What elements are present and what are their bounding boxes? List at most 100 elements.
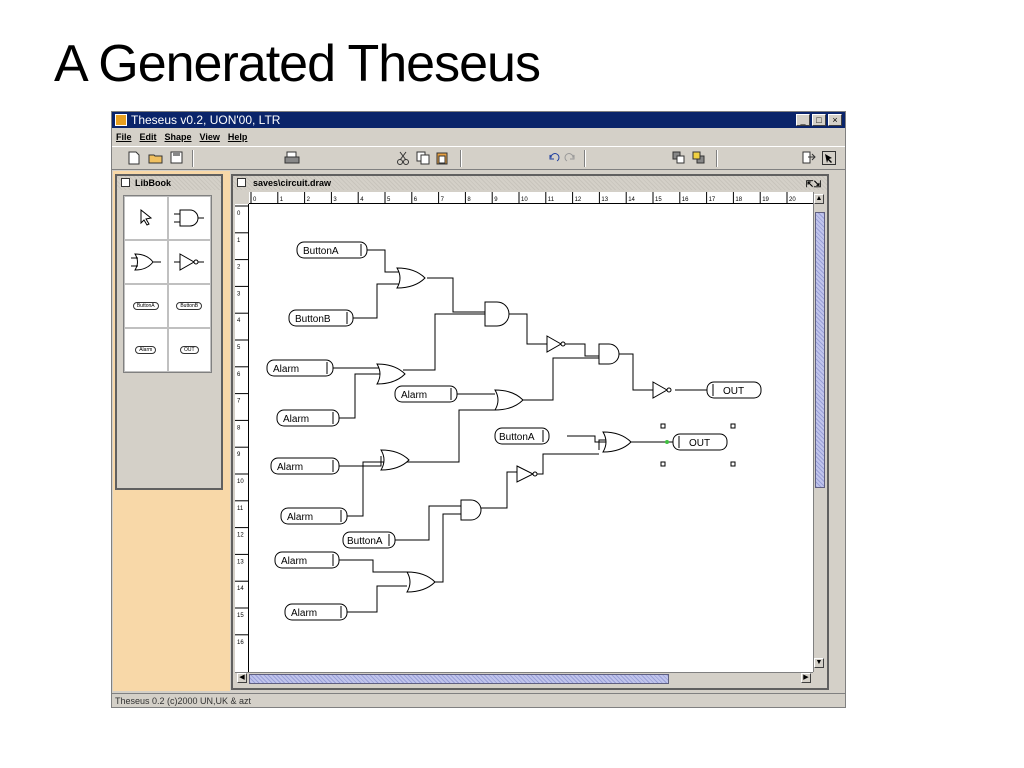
scroll-up-button[interactable]: ▲ bbox=[814, 194, 824, 204]
save-icon[interactable] bbox=[170, 151, 183, 165]
scroll-right-button[interactable]: ▶ bbox=[801, 673, 811, 683]
redo-icon[interactable] bbox=[564, 151, 576, 165]
ruler-top-label: 16 bbox=[682, 197, 689, 203]
label-buttonA-3[interactable]: ButtonA bbox=[347, 536, 383, 547]
document-header: saves\circuit.draw ⇱⇲ bbox=[233, 176, 827, 190]
diagram-icon bbox=[237, 178, 246, 187]
ruler-left-label: 8 bbox=[237, 425, 241, 431]
ruler-left-label: 2 bbox=[237, 265, 241, 271]
vertical-scrollbar[interactable]: ▲ ▼ bbox=[813, 192, 825, 672]
ruler-top-label: 0 bbox=[253, 197, 257, 203]
ruler-top-label: 9 bbox=[494, 197, 498, 203]
menu-edit[interactable]: Edit bbox=[139, 132, 157, 142]
open-folder-icon[interactable] bbox=[148, 151, 163, 165]
label-alarm-6[interactable]: Alarm bbox=[281, 556, 307, 567]
label-alarm-1[interactable]: Alarm bbox=[273, 364, 299, 375]
palette-buttonA[interactable]: ButtonA bbox=[124, 284, 168, 328]
palette-buttonB[interactable]: ButtonB bbox=[167, 284, 211, 328]
status-bar: Theseus 0.2 (c)2000 UN,UK & azt bbox=[112, 693, 845, 707]
ruler-left-label: 0 bbox=[237, 211, 241, 217]
label-buttonA-1[interactable]: ButtonA bbox=[303, 246, 339, 257]
palette-pointer[interactable] bbox=[124, 196, 168, 240]
ruler-left-label: 12 bbox=[237, 533, 244, 539]
ruler-left-label: 1 bbox=[237, 238, 241, 244]
palette-alarm[interactable]: Alarm bbox=[124, 328, 168, 372]
drawing-canvas[interactable]: ButtonA ButtonB Alarm Alarm Alarm Alarm … bbox=[249, 204, 813, 672]
send-back-icon[interactable] bbox=[692, 151, 706, 165]
printer-icon[interactable] bbox=[284, 151, 300, 165]
ruler-top-label: 10 bbox=[521, 197, 528, 203]
scroll-left-button[interactable]: ◀ bbox=[237, 673, 247, 683]
ruler-left-label: 14 bbox=[237, 586, 244, 592]
ruler-left-label: 4 bbox=[237, 318, 241, 324]
menu-file[interactable]: File bbox=[116, 132, 132, 142]
ruler-top-label: 13 bbox=[601, 197, 608, 203]
and-gate-icon bbox=[174, 209, 205, 227]
selection-handles[interactable] bbox=[660, 423, 736, 467]
libbook-header: LibBook bbox=[117, 176, 221, 190]
book-icon bbox=[121, 178, 130, 187]
new-file-icon[interactable] bbox=[128, 151, 140, 165]
ruler-top-label: 14 bbox=[628, 197, 635, 203]
menu-shape[interactable]: Shape bbox=[164, 132, 192, 142]
ruler-left-label: 16 bbox=[237, 640, 244, 646]
ruler-top-label: 4 bbox=[360, 197, 364, 203]
arrow-cursor-icon bbox=[140, 208, 152, 226]
ruler-top-label: 12 bbox=[575, 197, 582, 203]
ruler-top-label: 3 bbox=[333, 197, 337, 203]
exit-icon[interactable] bbox=[802, 151, 816, 165]
pointer-icon[interactable] bbox=[822, 151, 836, 165]
app-icon bbox=[115, 114, 127, 126]
label-alarm-4[interactable]: Alarm bbox=[277, 462, 303, 473]
label-alarm-3[interactable]: Alarm bbox=[401, 390, 427, 401]
scissors-icon[interactable] bbox=[396, 151, 410, 165]
connection-point[interactable] bbox=[665, 440, 669, 444]
ruler-top-label: 15 bbox=[655, 197, 662, 203]
horizontal-scrollbar[interactable]: ◀ ▶ bbox=[235, 672, 813, 684]
label-buttonA-2[interactable]: ButtonA bbox=[499, 432, 535, 443]
shape-palette: ButtonA ButtonB Alarm OUT bbox=[123, 195, 212, 373]
ruler-top-label: 2 bbox=[307, 197, 311, 203]
ruler-left-label: 7 bbox=[237, 399, 241, 405]
scroll-down-button[interactable]: ▼ bbox=[814, 658, 824, 668]
minimize-button[interactable]: _ bbox=[796, 114, 810, 126]
maximize-button[interactable]: □ bbox=[812, 114, 826, 126]
undo-icon[interactable] bbox=[548, 151, 560, 165]
palette-out[interactable]: OUT bbox=[167, 328, 211, 372]
label-alarm-7[interactable]: Alarm bbox=[291, 608, 317, 619]
paste-icon[interactable] bbox=[436, 151, 448, 165]
ruler-top-label: 6 bbox=[414, 197, 418, 203]
ruler-left-label: 10 bbox=[237, 479, 244, 485]
ruler-left-label: 11 bbox=[237, 506, 244, 512]
ruler-left-label: 15 bbox=[237, 613, 244, 619]
menu-view[interactable]: View bbox=[199, 132, 220, 142]
ruler-top-label: 5 bbox=[387, 197, 391, 203]
ruler-top-label: 20 bbox=[789, 197, 796, 203]
label-alarm-2[interactable]: Alarm bbox=[283, 414, 309, 425]
menu-help[interactable]: Help bbox=[227, 132, 248, 142]
close-button[interactable]: × bbox=[828, 114, 842, 126]
toolbar bbox=[112, 146, 845, 170]
resize-corner-icon[interactable]: ⇱⇲ bbox=[805, 179, 821, 189]
not-gate-icon bbox=[174, 253, 205, 271]
palette-or-gate[interactable] bbox=[124, 240, 168, 284]
ruler-left-label: 6 bbox=[237, 372, 241, 378]
app-window: Theseus v0.2, UON'00, LTR _ □ × File Edi… bbox=[111, 111, 846, 708]
label-out-1[interactable]: OUT bbox=[723, 386, 744, 397]
label-out-2[interactable]: OUT bbox=[689, 438, 710, 449]
vertical-scroll-thumb[interactable] bbox=[815, 212, 825, 488]
palette-and-gate[interactable] bbox=[167, 196, 211, 240]
document-title: saves\circuit.draw bbox=[253, 178, 332, 188]
bring-front-icon[interactable] bbox=[672, 151, 686, 165]
ruler-top-label: 17 bbox=[709, 197, 716, 203]
label-alarm-5[interactable]: Alarm bbox=[287, 512, 313, 523]
palette-not-gate[interactable] bbox=[167, 240, 211, 284]
ruler-left-label: 13 bbox=[237, 559, 244, 565]
copy-icon[interactable] bbox=[416, 151, 430, 165]
window-titlebar: Theseus v0.2, UON'00, LTR _ □ × bbox=[112, 112, 845, 128]
horizontal-scroll-thumb[interactable] bbox=[249, 674, 669, 684]
label-buttonB[interactable]: ButtonB bbox=[295, 314, 331, 325]
